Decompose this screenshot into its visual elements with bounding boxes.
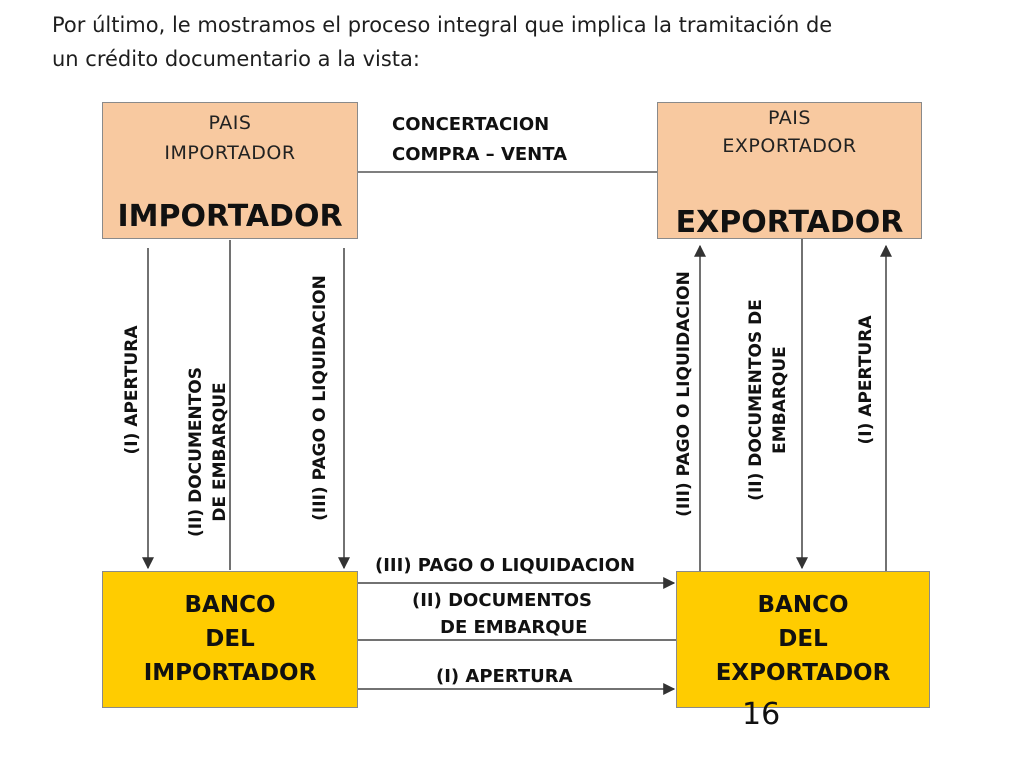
importer-country-line2: IMPORTADOR	[164, 142, 296, 164]
importer-bank-line1: BANCO	[184, 592, 276, 618]
right-documentos-line1: (II) DOCUMENTOS DE	[746, 299, 766, 501]
left-documentos-label: (II) DOCUMENTOS DE EMBARQUE	[184, 367, 232, 537]
exporter-box: PAIS EXPORTADOR EXPORTADOR	[657, 102, 922, 240]
right-documentos-line2: EMBARQUE	[770, 346, 790, 454]
right-documentos-label: (II) DOCUMENTOS DE EMBARQUE	[744, 299, 792, 501]
right-apertura-label: (I) APERTURA	[856, 315, 876, 445]
intro-line-1: Por último, le mostramos el proceso inte…	[52, 13, 833, 37]
bank-pago-label: (III) PAGO O LIQUIDACION	[375, 555, 636, 576]
intro-text: Por último, le mostramos el proceso inte…	[52, 8, 992, 76]
right-pago-label: (III) PAGO O LIQUIDACION	[674, 271, 694, 517]
concertacion-label: CONCERTACION COMPRA – VENTA	[392, 110, 567, 170]
bank-documentos-label2: DE EMBARQUE	[440, 617, 588, 638]
exporter-bank-line1: BANCO	[757, 592, 849, 618]
bank-apertura-label: (I) APERTURA	[436, 666, 573, 687]
exporter-bank-line2: DEL	[778, 626, 828, 652]
importer-box: PAIS IMPORTADOR IMPORTADOR	[102, 102, 358, 239]
left-apertura-label: (I) APERTURA	[122, 325, 142, 455]
concertacion-line1: CONCERTACION	[392, 114, 550, 135]
importer-bank-label: BANCO DEL IMPORTADOR	[103, 588, 357, 690]
exporter-bank-box: BANCO DEL EXPORTADOR	[676, 571, 930, 708]
bank-documentos-label1: (II) DOCUMENTOS	[412, 590, 592, 611]
concertacion-line2: COMPRA – VENTA	[392, 144, 568, 165]
importer-bank-line2: DEL	[205, 626, 255, 652]
exporter-party-label: EXPORTADOR	[675, 205, 904, 240]
exporter-country-line1: PAIS	[768, 107, 811, 129]
exporter-bank-label: BANCO DEL EXPORTADOR	[677, 588, 929, 690]
left-documentos-line2: DE EMBARQUE	[210, 382, 230, 522]
intro-line-2: un crédito documentario a la vista:	[52, 47, 420, 71]
exporter-country-line2: EXPORTADOR	[722, 135, 857, 157]
left-documentos-line1: (II) DOCUMENTOS	[186, 367, 206, 537]
page-number: 16	[742, 697, 781, 732]
importer-bank-box: BANCO DEL IMPORTADOR	[102, 571, 358, 708]
exporter-bank-line3: EXPORTADOR	[715, 660, 891, 686]
importer-bank-line3: IMPORTADOR	[143, 660, 317, 686]
importer-party-label: IMPORTADOR	[117, 199, 343, 234]
importer-country-line1: PAIS	[208, 112, 252, 134]
left-pago-label: (III) PAGO O LIQUIDACION	[310, 275, 330, 521]
